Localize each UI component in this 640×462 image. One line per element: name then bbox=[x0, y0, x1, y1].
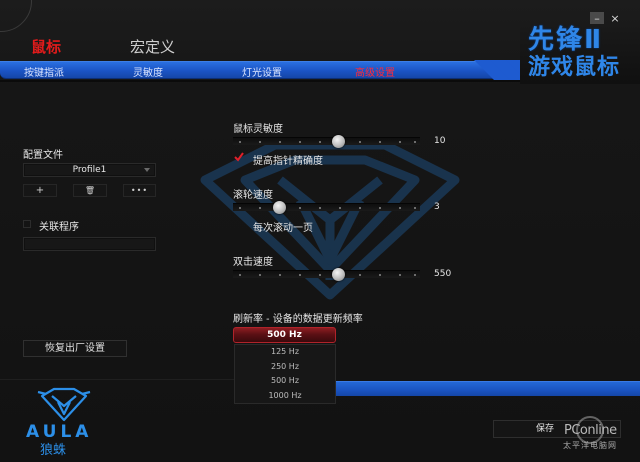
aula-spider-logo-icon bbox=[37, 387, 91, 422]
profile-dropdown[interactable]: Profile1 bbox=[23, 163, 156, 177]
watermark-globe-icon bbox=[576, 416, 604, 444]
double-click-slider[interactable] bbox=[233, 268, 420, 281]
slider-tick bbox=[414, 274, 416, 276]
scroll-speed-label: 滚轮速度 bbox=[233, 190, 273, 201]
slider-tick bbox=[359, 207, 361, 209]
slider-tick bbox=[279, 274, 281, 276]
slider-tick bbox=[379, 141, 381, 143]
close-button[interactable]: × bbox=[610, 12, 620, 25]
slider-tick bbox=[299, 207, 301, 209]
pointer-speed-label: 鼠标灵敏度 bbox=[233, 124, 283, 135]
option-500hz[interactable]: 500 Hz bbox=[270, 376, 300, 385]
slider-tick bbox=[239, 274, 241, 276]
slider-tick bbox=[379, 274, 381, 276]
chevron-down-icon bbox=[144, 168, 150, 172]
aula-logo-text: AULA bbox=[26, 422, 93, 442]
tab-advanced[interactable]: 高级设置 bbox=[355, 68, 395, 79]
plus-icon: + bbox=[35, 185, 45, 196]
double-click-value: 550 bbox=[434, 269, 452, 279]
header-divider bbox=[0, 80, 640, 82]
brand-subtitle: 游戏鼠标 bbox=[528, 55, 621, 80]
slider-tick bbox=[399, 141, 401, 143]
slider-thumb[interactable] bbox=[332, 268, 345, 281]
trash-icon: 🗑 bbox=[84, 186, 96, 195]
brand-title: 先锋Ⅱ bbox=[528, 25, 604, 55]
polling-rate-dropdown[interactable]: 500 Hz bbox=[233, 327, 336, 343]
slider-tick bbox=[414, 141, 416, 143]
option-250hz[interactable]: 250 Hz bbox=[270, 361, 300, 371]
slider-tick bbox=[319, 141, 321, 143]
reset-defaults-button[interactable]: 恢复出厂设置 bbox=[23, 340, 127, 357]
slider-tick bbox=[279, 141, 281, 143]
scroll-speed-value: 3 bbox=[434, 202, 440, 212]
option-125hz[interactable]: 125 Hz bbox=[270, 347, 300, 356]
delete-profile-button[interactable]: 🗑 bbox=[73, 184, 107, 197]
more-options-button[interactable]: ••• bbox=[123, 184, 156, 197]
brand-panel bbox=[520, 24, 640, 84]
double-click-label: 双击速度 bbox=[233, 257, 273, 268]
watermark-subtext: 太平洋电脑网 bbox=[563, 441, 617, 450]
slider-tick bbox=[259, 274, 261, 276]
pointer-speed-slider[interactable] bbox=[233, 135, 420, 148]
more-icon: ••• bbox=[130, 186, 149, 195]
slider-tick bbox=[239, 207, 241, 209]
pointer-speed-value: 10 bbox=[434, 136, 446, 146]
profile-value: Profile1 bbox=[72, 165, 107, 175]
link-program-label: 关联程序 bbox=[39, 222, 79, 233]
slider-tick bbox=[379, 207, 381, 209]
aula-logo-cn: 狼蛛 bbox=[40, 443, 67, 458]
sub-tab-bar: 按键指派 灵敏度 灯光设置 高级设置 bbox=[0, 61, 534, 80]
slider-tick bbox=[359, 141, 361, 143]
slider-tick bbox=[319, 207, 321, 209]
minimize-button[interactable]: – bbox=[590, 12, 604, 25]
tab-sensitivity[interactable]: 灵敏度 bbox=[133, 68, 163, 79]
slider-tick bbox=[319, 274, 321, 276]
tab-button-assignment[interactable]: 按键指派 bbox=[24, 68, 64, 79]
slider-tick bbox=[299, 141, 301, 143]
slider-tick bbox=[239, 141, 241, 143]
option-1000hz[interactable]: 1000 Hz bbox=[268, 390, 302, 400]
watermark-text: PConline bbox=[564, 423, 617, 438]
slider-thumb[interactable] bbox=[332, 135, 345, 148]
slider-tick bbox=[359, 274, 361, 276]
left-divider bbox=[0, 379, 330, 380]
slider-tick bbox=[399, 274, 401, 276]
slider-tick bbox=[414, 207, 416, 209]
bottom-accent-bar bbox=[336, 381, 640, 396]
scroll-speed-slider[interactable] bbox=[233, 201, 420, 214]
checkmark-icon[interactable] bbox=[234, 152, 244, 162]
polling-rate-label: 刷新率 - 设备的数据更新频率 bbox=[233, 314, 363, 325]
polling-rate-options: 125 Hz 250 Hz 500 Hz 1000 Hz bbox=[234, 344, 336, 404]
tab-macro[interactable]: 宏定义 bbox=[130, 38, 176, 56]
slider-tick bbox=[299, 274, 301, 276]
slider-tick bbox=[339, 207, 341, 209]
slider-tick bbox=[259, 141, 261, 143]
slider-tick bbox=[259, 207, 261, 209]
slider-tick bbox=[399, 207, 401, 209]
scroll-page-label: 每次滚动一页 bbox=[253, 223, 313, 234]
tab-mouse[interactable]: 鼠标 bbox=[31, 38, 62, 56]
slider-thumb[interactable] bbox=[273, 201, 286, 214]
add-profile-button[interactable]: + bbox=[23, 184, 57, 197]
profile-label: 配置文件 bbox=[23, 150, 63, 161]
link-program-input[interactable] bbox=[23, 237, 156, 251]
tab-lighting[interactable]: 灯光设置 bbox=[242, 68, 282, 79]
link-program-checkbox[interactable] bbox=[23, 220, 31, 228]
enhance-precision-label: 提高指针精确度 bbox=[253, 156, 323, 167]
